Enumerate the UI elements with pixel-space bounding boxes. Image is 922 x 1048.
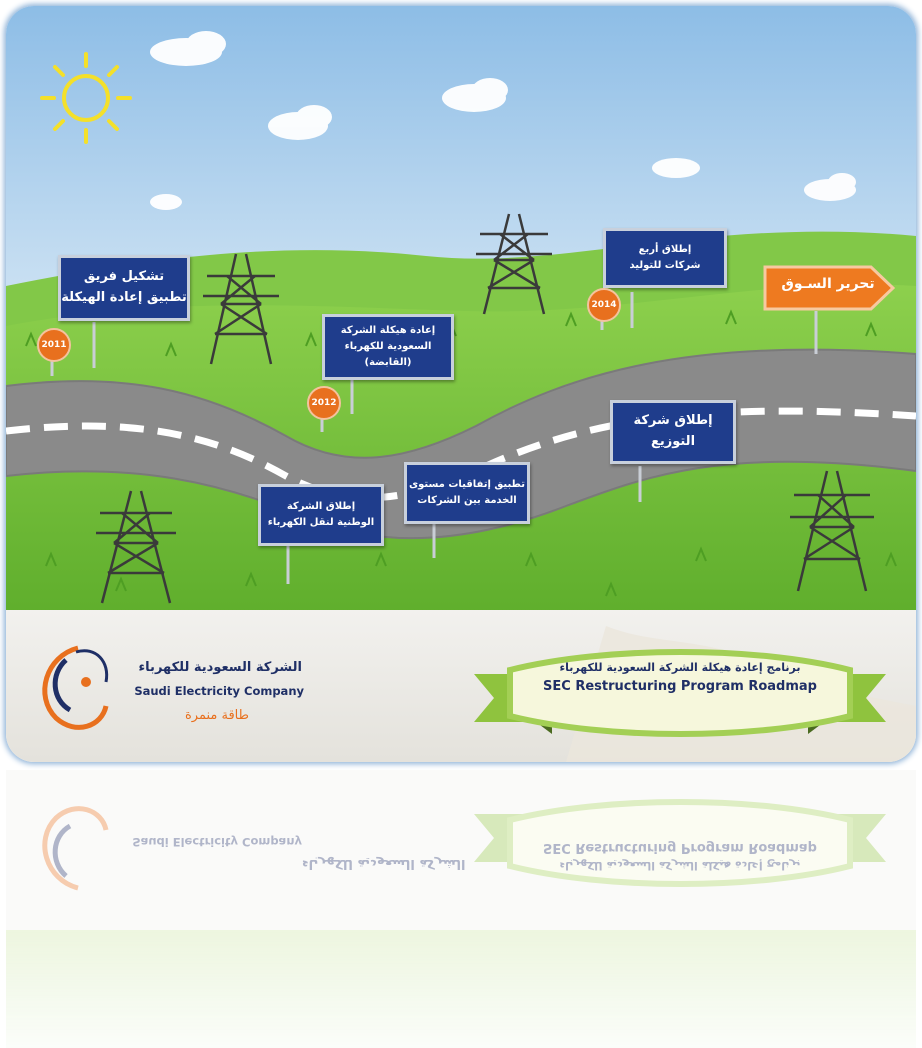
banner-title-ar: برنامج إعادة هيكلة الشركة السعودية للكهر… xyxy=(559,661,801,674)
milestone-sign-team: تشكيل فريق تطبيق إعادة الهيكلة xyxy=(58,255,190,321)
reflection-banner-en: SEC Restructuring Program Roadmap xyxy=(543,840,817,855)
milestone-sign-generation: إطلاق أربع شركات للتوليد xyxy=(603,228,727,288)
milestone-label: إطلاق الشركة الوطنية لنقل الكهرباء xyxy=(267,501,375,528)
road-center-line xyxy=(6,407,916,502)
milestone-label: إطلاق أربع شركات للتوليد xyxy=(629,244,701,271)
company-name-ar: الشركة السعودية للكهرباء xyxy=(138,660,302,675)
roadmap-scene xyxy=(6,6,916,762)
milestone-label: تطبيق إتفاقيات مستوى الخدمة بين الشركات xyxy=(408,479,526,506)
company-tagline: طاقة منمرة xyxy=(184,708,249,723)
card-reflection: الشركة السعودية للكهرباء Saudi Electrici… xyxy=(6,770,916,1048)
reflection-company-en: Saudi Electricity Company xyxy=(132,835,302,849)
milestone-sign-sla: تطبيق إتفاقيات مستوى الخدمة بين الشركات xyxy=(404,462,530,524)
arrow-sign-shape xyxy=(763,265,896,311)
sec-logo-icon xyxy=(42,645,109,730)
reflection-art: الشركة السعودية للكهرباء Saudi Electrici… xyxy=(6,770,916,1048)
year-badge-2014: 2014 xyxy=(587,288,621,322)
pylon-icon xyxy=(96,213,874,604)
clouds xyxy=(150,31,856,210)
market-liberalization-sign: تحرير السـوق xyxy=(763,265,896,311)
roadmap-card: تشكيل فريق تطبيق إعادة الهيكلة إعادة هيك… xyxy=(6,6,916,762)
sun-icon xyxy=(40,52,132,144)
reflection-company-ar: الشركة السعودية للكهرباء xyxy=(302,856,465,871)
milestone-sign-holding: إعادة هيكلة الشركة السعودية للكهرباء (ال… xyxy=(322,314,454,380)
reflection-banner-ar: برنامج إعادة هيكلة الشركة السعودية للكهر… xyxy=(559,859,800,872)
year-badge-2011: 2011 xyxy=(37,328,71,362)
final-milestone-label: تحرير السـوق xyxy=(781,276,875,292)
year-badge-2012: 2012 xyxy=(307,386,341,420)
milestone-sign-transmission: إطلاق الشركة الوطنية لنقل الكهرباء xyxy=(258,484,384,546)
banner-title-en: SEC Restructuring Program Roadmap xyxy=(543,679,817,694)
milestone-label: تشكيل فريق تطبيق إعادة الهيكلة xyxy=(61,269,187,305)
company-name-en: Saudi Electricity Company xyxy=(134,684,304,698)
milestone-label: إطلاق شركة التوزيع xyxy=(633,413,713,449)
milestone-label: إعادة هيكلة الشركة السعودية للكهرباء (ال… xyxy=(340,325,436,368)
milestone-sign-distribution: إطلاق شركة التوزيع xyxy=(610,400,736,464)
roadmap-banner xyxy=(474,649,886,737)
